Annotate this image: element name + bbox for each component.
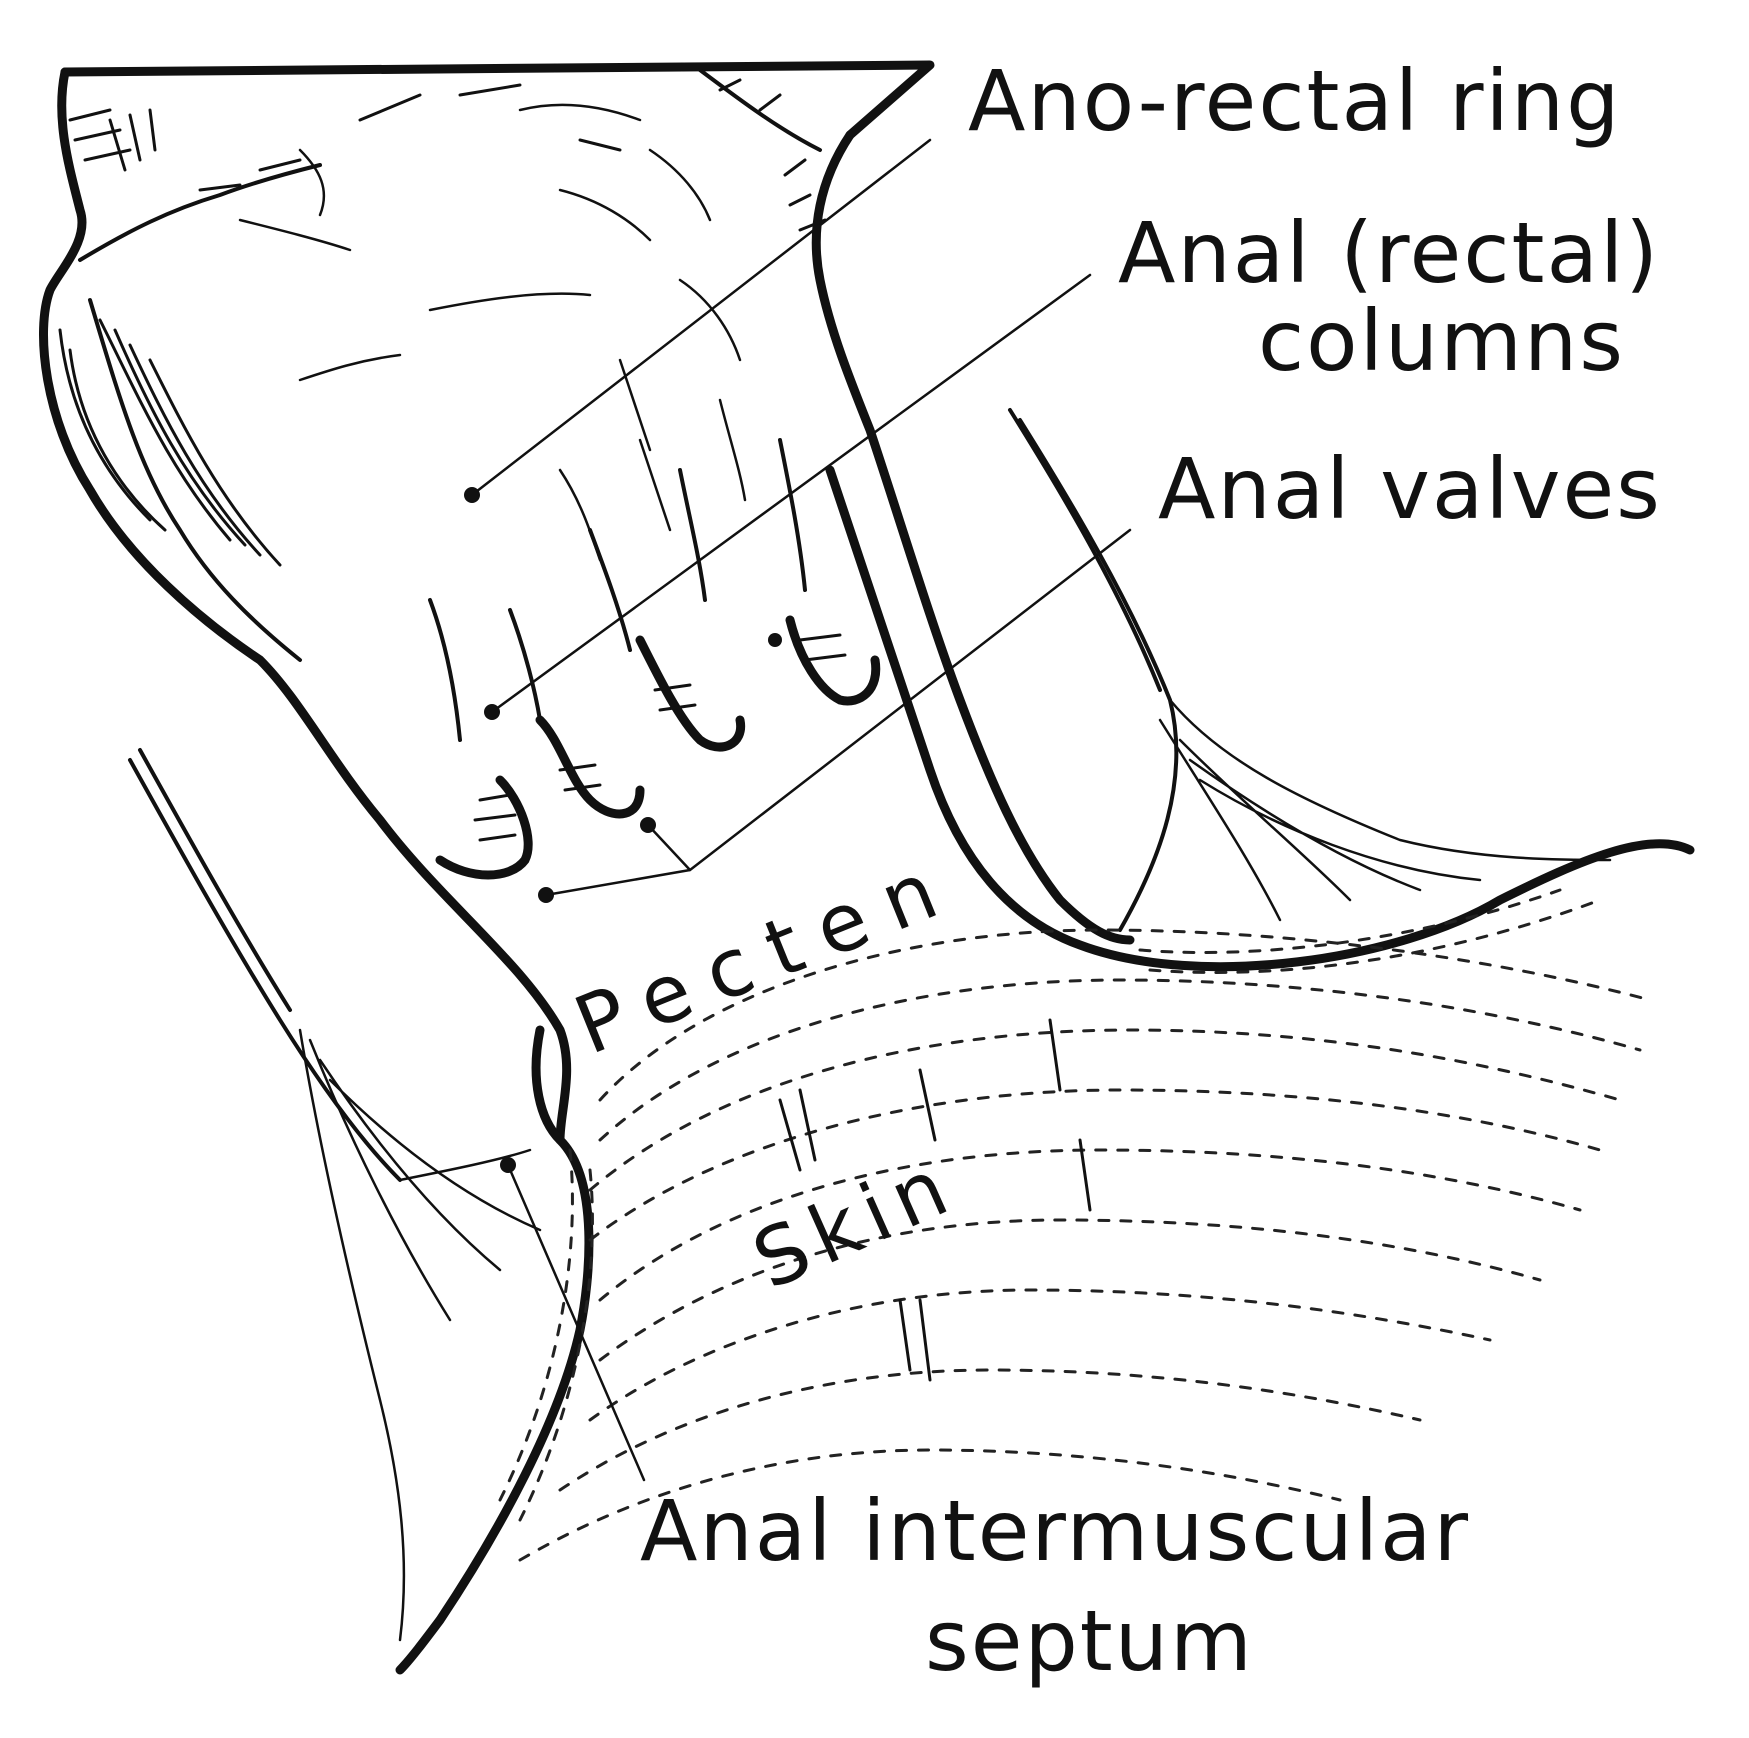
rectal-mucosa: [39, 60, 1135, 1145]
septum-pointer: [500, 1157, 516, 1173]
anal-columns-pointer: [484, 704, 500, 720]
anorectal-ring-pointer: [464, 487, 480, 503]
external-sphincter-left: [128, 748, 594, 1675]
anal-columns: [428, 358, 807, 742]
label-anal-columns-line1: Anal (rectal): [1118, 204, 1660, 302]
label-anal-columns-line2: columns: [1258, 292, 1625, 390]
label-anorectal-ring: Ano-rectal ring: [968, 52, 1621, 150]
label-septum-line2: septum: [925, 1592, 1254, 1690]
anal-valves: [435, 615, 881, 880]
label-skin: Skin: [740, 1137, 970, 1307]
skin-shading: [518, 928, 1652, 1562]
anal-valves-pointer-2: [640, 817, 656, 833]
anal-valves-pointer-3: [768, 633, 782, 647]
label-anal-valves: Anal valves: [1158, 440, 1662, 538]
anal-valves-pointer-1: [538, 887, 554, 903]
internal-sphincter-right: [825, 408, 1695, 974]
label-pecten: Pecten: [562, 836, 969, 1073]
leader-lines: [464, 138, 1132, 1482]
label-septum-line1: Anal intermuscular: [640, 1482, 1470, 1580]
